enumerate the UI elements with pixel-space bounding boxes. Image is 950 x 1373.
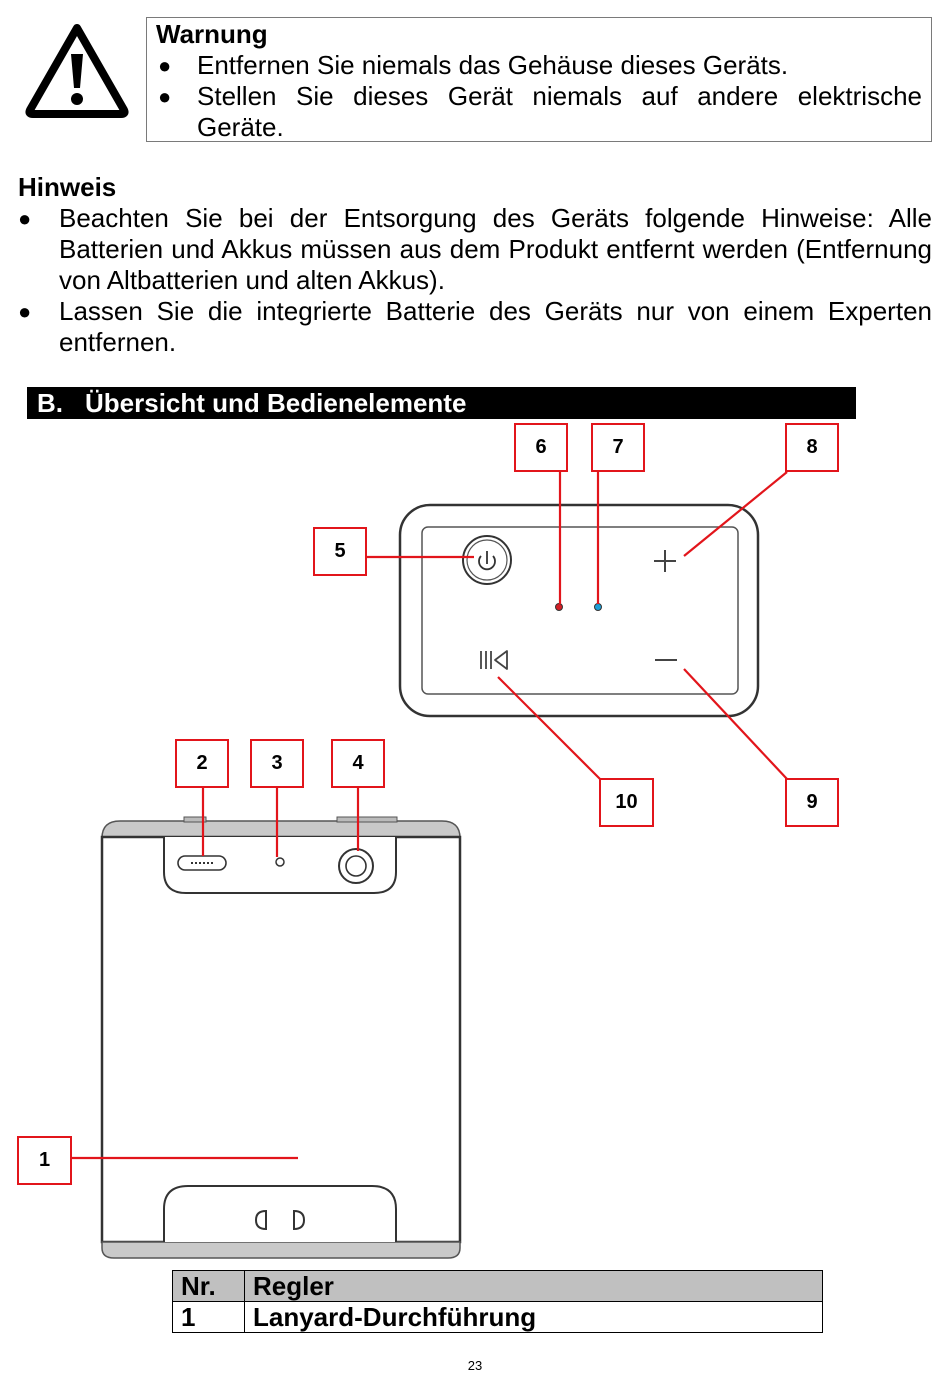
section-letter: B. (37, 388, 63, 418)
callout-3: 3 (250, 739, 304, 788)
led-blue-icon (594, 603, 602, 611)
volume-up-icon (654, 550, 676, 572)
list-item: ●Stellen Sie dieses Gerät niemals auf an… (158, 81, 922, 142)
warning-title: Warnung (156, 19, 268, 49)
callout-8: 8 (785, 423, 839, 472)
table-header-nr: Nr. (172, 1270, 245, 1302)
warning-triangle-icon (25, 24, 129, 118)
lanyard-hole-icon (254, 1209, 306, 1231)
callout-7: 7 (591, 423, 645, 472)
power-button-icon (462, 535, 512, 585)
callout-5: 5 (313, 527, 367, 576)
table-header-row: Nr. Regler (172, 1270, 823, 1302)
warning-box (146, 17, 932, 142)
speaker-body (100, 816, 462, 1259)
list-item: ●Beachten Sie bei der Entsorgung des Ger… (18, 203, 932, 295)
bullet-icon: ● (158, 84, 172, 109)
callout-6: 6 (514, 423, 568, 472)
play-previous-icon (480, 650, 508, 670)
table-cell-nr: 1 (172, 1301, 245, 1333)
bullet-icon: ● (158, 53, 172, 78)
callout-10: 10 (599, 778, 654, 827)
list-item: ●Lassen Sie die integrierte Batterie des… (18, 296, 932, 357)
bullet-icon: ● (18, 299, 32, 324)
hint-title: Hinweis (18, 172, 117, 202)
section-title: Übersicht und Bedienelemente (85, 388, 467, 418)
device-illustration (71, 471, 788, 1259)
section-header: B. Übersicht und Bedienelemente (27, 387, 856, 419)
controls-diagram: 6 7 8 5 2 3 4 10 9 1 (0, 420, 950, 1270)
bullet-icon: ● (18, 206, 32, 231)
audio-jack-icon (338, 848, 374, 884)
led-red-icon (555, 603, 563, 611)
usb-port-icon (177, 855, 227, 871)
table-cell-regler: Lanyard-Durchführung (244, 1301, 823, 1333)
table-row: 1 Lanyard-Durchführung (172, 1301, 823, 1333)
page-number: 23 (467, 1358, 483, 1373)
callout-2: 2 (175, 739, 229, 788)
callout-9: 9 (785, 778, 839, 827)
controls-table: Nr. Regler 1 Lanyard-Durchführung (172, 1270, 823, 1333)
hint-list: ●Beachten Sie bei der Entsorgung des Ger… (18, 203, 932, 358)
callout-1: 1 (17, 1136, 72, 1185)
callout-4: 4 (331, 739, 385, 788)
table-header-regler: Regler (244, 1270, 823, 1302)
list-item: ●Entfernen Sie niemals das Gehäuse diese… (158, 50, 789, 80)
control-panel (398, 503, 760, 718)
reset-hole-icon (275, 857, 285, 867)
callout-lines (71, 471, 788, 1160)
warning-list: ●Entfernen Sie niemals das Gehäuse diese… (156, 50, 922, 143)
